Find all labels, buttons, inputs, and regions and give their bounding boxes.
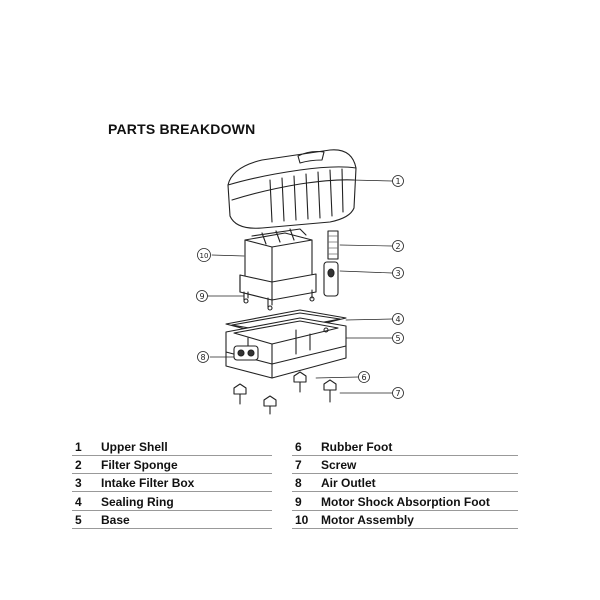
legend-label: Upper Shell [101,440,168,454]
legend-number: 8 [295,476,302,491]
rubber-feet-drawing [233,371,337,407]
callout-leaders [207,179,393,394]
upper-shell-drawing [227,149,357,229]
legend-number: 9 [295,494,302,509]
svg-text:7: 7 [395,389,400,398]
legend-number: 4 [75,494,82,509]
svg-text:4: 4 [395,315,400,324]
callout-3: 3 [392,267,404,279]
callout-4: 4 [392,313,404,325]
legend-label: Filter Sponge [101,458,178,473]
screws-drawing [239,381,331,415]
callout-10: 10 [197,248,211,262]
air-outlet-drawing [233,345,259,361]
legend-number: 3 [75,476,82,491]
svg-text:2: 2 [395,242,400,251]
legend-label: Motor Assembly [321,512,414,527]
legend-number: 10 [295,512,309,527]
legend-number: 2 [75,458,82,473]
legend-item-sealing-ring: 4 Sealing Ring [72,494,272,511]
legend-number: 6 [295,440,302,454]
legend-item-base: 5 Base [72,512,272,529]
legend-item-motor-shock-absorption-foot: 9 Motor Shock Absorption Foot [292,494,518,511]
legend-number: 7 [295,458,302,473]
page-title: PARTS BREAKDOWN [108,121,256,137]
callout-8: 8 [197,351,209,363]
callout-5: 5 [392,332,404,344]
motor-assembly-drawing [239,228,317,301]
svg-text:10: 10 [200,252,209,260]
legend-number: 1 [75,440,82,454]
callout-2: 2 [392,240,404,252]
legend-label: Intake Filter Box [101,476,195,491]
legend-label: Motor Shock Absorption Foot [321,494,490,509]
svg-text:8: 8 [200,353,205,362]
legend-number: 5 [75,512,82,527]
callout-1: 1 [392,175,404,187]
legend-label: Sealing Ring [101,494,174,509]
callout-markers: 1 2 3 4 5 6 7 8 [196,175,404,399]
callout-7: 7 [392,387,404,399]
legend-label: Base [101,512,130,527]
legend-label: Air Outlet [321,476,376,491]
filter-sponge-drawing [327,230,339,260]
svg-text:6: 6 [361,373,366,382]
svg-text:9: 9 [199,292,204,301]
legend-label: Rubber Foot [321,440,393,454]
legend-item-air-outlet: 8 Air Outlet [292,475,518,493]
legend-left-column: 1 Upper Shell 2 Filter Sponge 3 Intake F… [72,439,272,530]
svg-text:5: 5 [395,334,400,343]
svg-text:3: 3 [395,269,400,278]
intake-filter-box-drawing [323,261,339,297]
legend-item-intake-filter-box: 3 Intake Filter Box [72,475,272,493]
legend-label: Screw [321,458,357,473]
legend-item-upper-shell: 1 Upper Shell [72,439,272,456]
legend-item-rubber-foot: 6 Rubber Foot [292,439,518,456]
callout-9: 9 [196,290,208,302]
legend-item-screw: 7 Screw [292,457,518,475]
legend-item-filter-sponge: 2 Filter Sponge [72,457,272,475]
legend-item-motor-assembly: 10 Motor Assembly [292,512,518,529]
callout-6: 6 [358,371,370,383]
legend-right-column: 6 Rubber Foot 7 Screw 8 Air Outlet 9 Mot… [292,439,518,530]
svg-text:1: 1 [395,177,400,186]
